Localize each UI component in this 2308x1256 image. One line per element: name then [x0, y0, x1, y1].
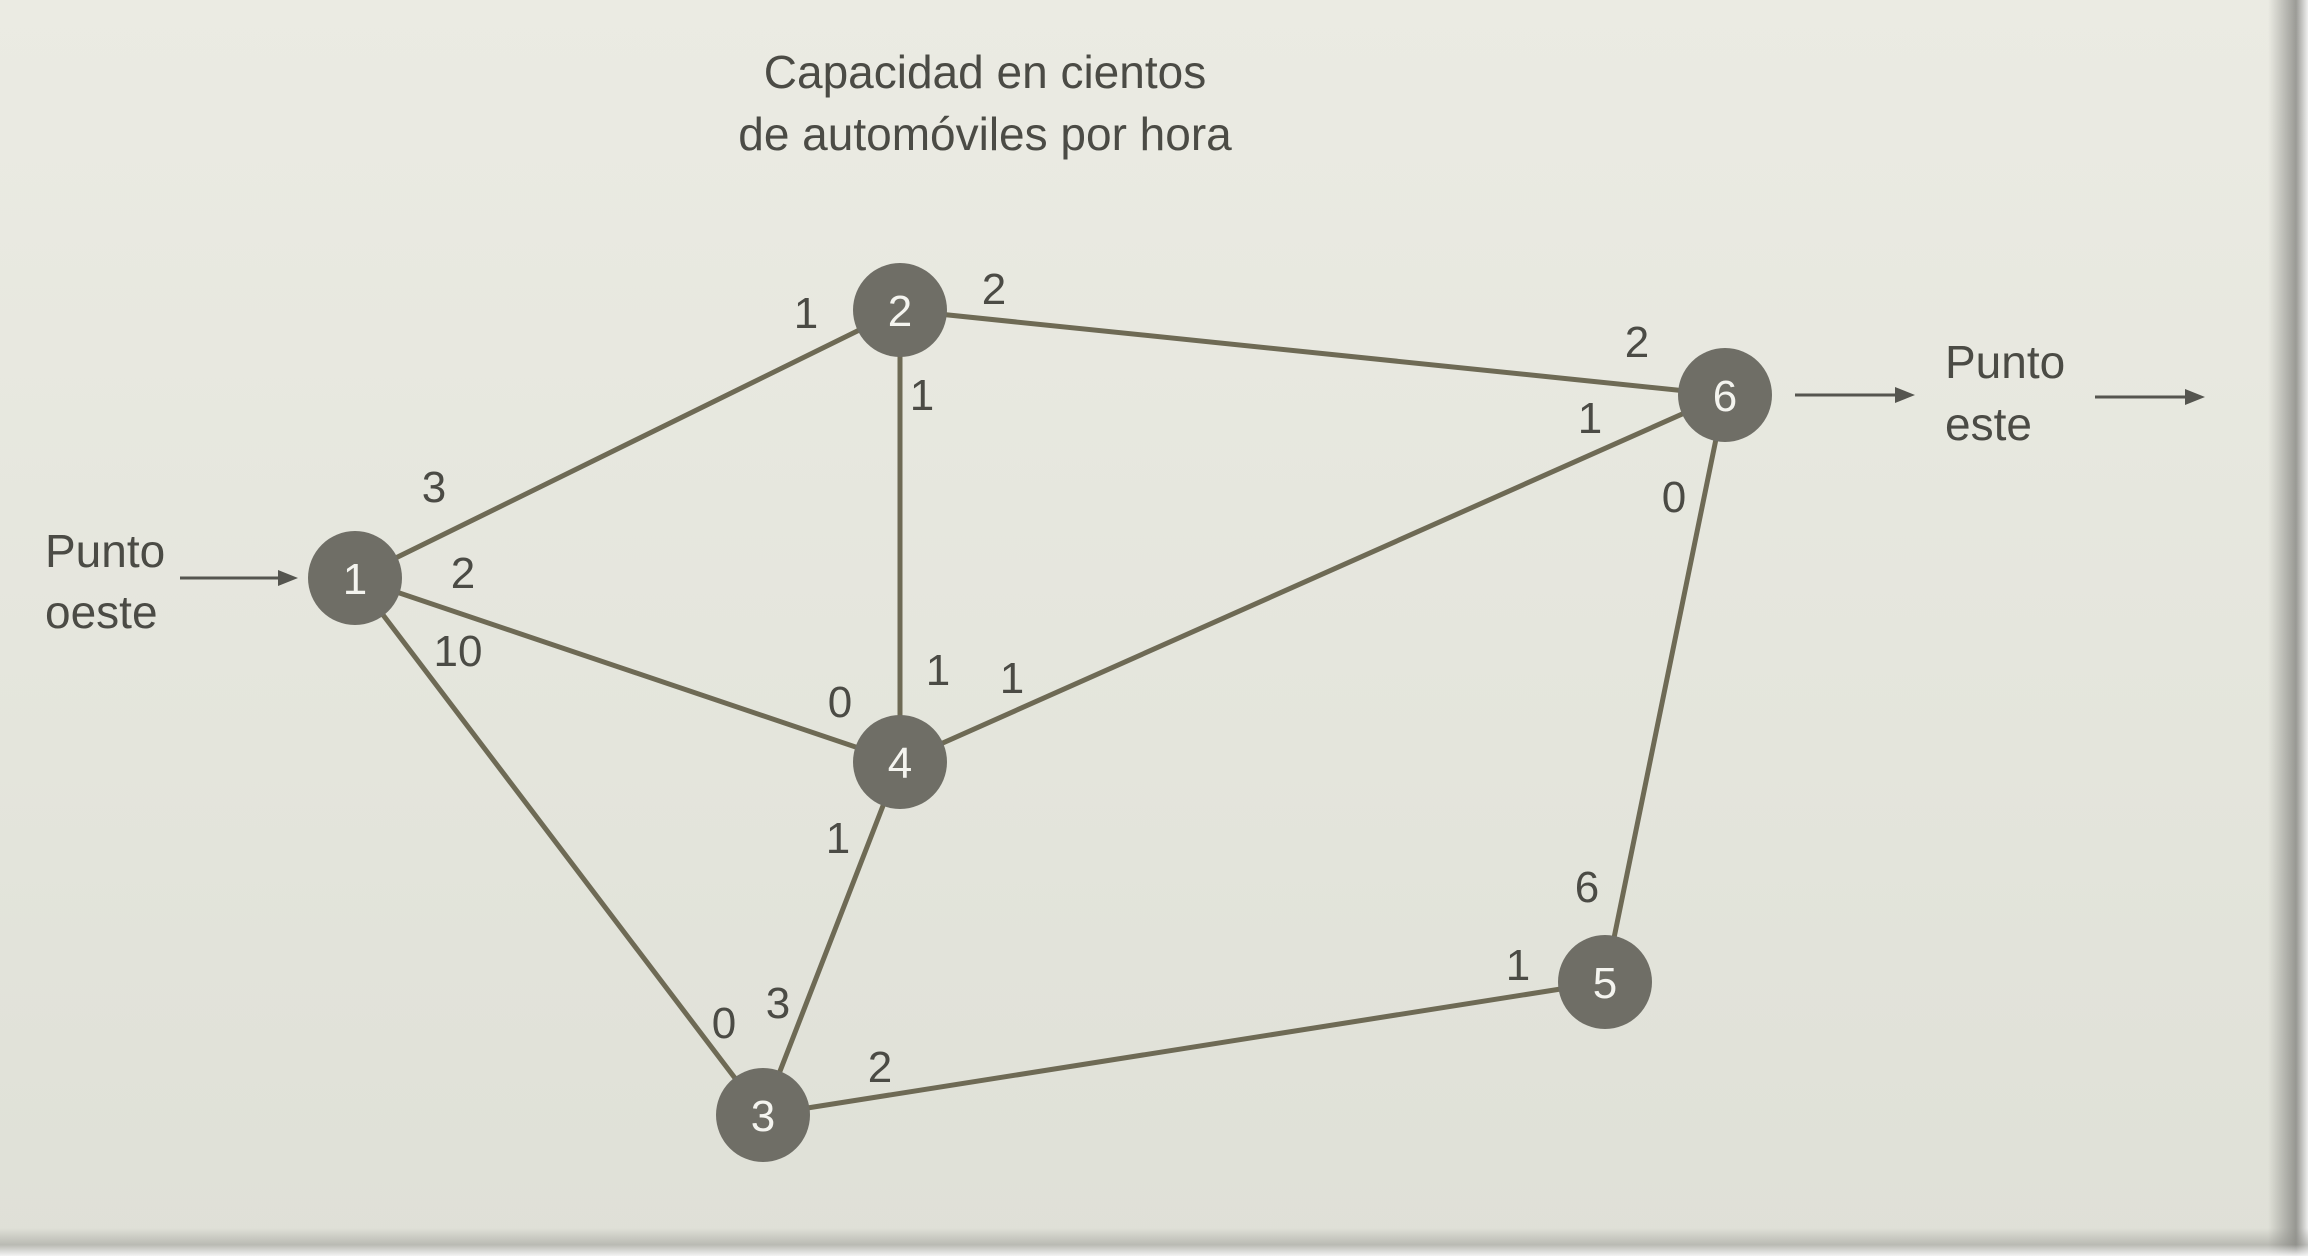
cap-1-4-at-1: 2 [451, 549, 475, 598]
diagram-title-line-2: de automóviles por hora [738, 108, 1232, 160]
diagram-title-line-1: Capacidad en cientos [764, 46, 1206, 98]
cap-4-6-at-6: 1 [1578, 394, 1602, 443]
cap-4-6-at-4: 1 [1000, 654, 1024, 703]
edge-5-6 [1602, 392, 1728, 985]
page-edge-shadow-bottom [0, 1228, 2308, 1256]
node-6-label: 6 [1713, 372, 1737, 421]
source-arrow [180, 570, 298, 586]
edges [352, 307, 1728, 1118]
node-2-label: 2 [888, 287, 912, 336]
sink-arrow-out [2095, 389, 2205, 405]
edge-1-4 [352, 575, 903, 765]
sink-label-line-2: este [1945, 398, 2032, 450]
page-edge-shadow-right [2268, 0, 2308, 1256]
cap-1-2-at-2: 1 [794, 289, 818, 338]
cap-2-6-at-6: 2 [1625, 318, 1649, 367]
sink-label-line-1: Punto [1945, 336, 2065, 388]
node-5: 5 [1558, 935, 1652, 1029]
sink-arrow-in [1795, 387, 1915, 403]
edge-2-6 [897, 307, 1728, 398]
cap-2-6-at-2: 2 [982, 265, 1006, 314]
cap-2-4-at-2: 1 [910, 371, 934, 420]
cap-3-5-at-5: 1 [1506, 941, 1530, 990]
node-2: 2 [853, 263, 947, 357]
cap-1-4-at-4: 0 [828, 678, 852, 727]
node-3: 3 [716, 1068, 810, 1162]
cap-1-2-at-1: 3 [422, 463, 446, 512]
edge-1-2 [352, 307, 903, 581]
node-3-label: 3 [751, 1092, 775, 1141]
cap-3-5-at-3: 2 [868, 1043, 892, 1092]
cap-5-6-at-6: 0 [1662, 473, 1686, 522]
source-label-line-1: Punto [45, 525, 165, 577]
node-5-label: 5 [1593, 959, 1617, 1008]
node-1-label: 1 [343, 555, 367, 604]
edge-4-3 [760, 759, 903, 1118]
cap-4-3-at-4: 1 [826, 814, 850, 863]
node-4: 4 [853, 715, 947, 809]
capacity-labels: 3 1 2 0 10 0 2 2 1 1 1 1 1 3 2 1 6 0 [422, 265, 1686, 1092]
edge-1-3 [352, 575, 766, 1118]
node-6: 6 [1678, 348, 1772, 442]
edge-3-5 [760, 979, 1608, 1118]
cap-4-3-at-3: 3 [766, 979, 790, 1028]
source-label-line-2: oeste [45, 586, 158, 638]
node-4-label: 4 [888, 739, 912, 788]
node-1: 1 [308, 531, 402, 625]
cap-1-3-at-1: 10 [434, 627, 483, 676]
edge-4-6 [897, 392, 1728, 765]
cap-1-3-at-3: 0 [712, 999, 736, 1048]
cap-5-6-at-5: 6 [1575, 863, 1599, 912]
cap-2-4-at-4: 1 [926, 646, 950, 695]
